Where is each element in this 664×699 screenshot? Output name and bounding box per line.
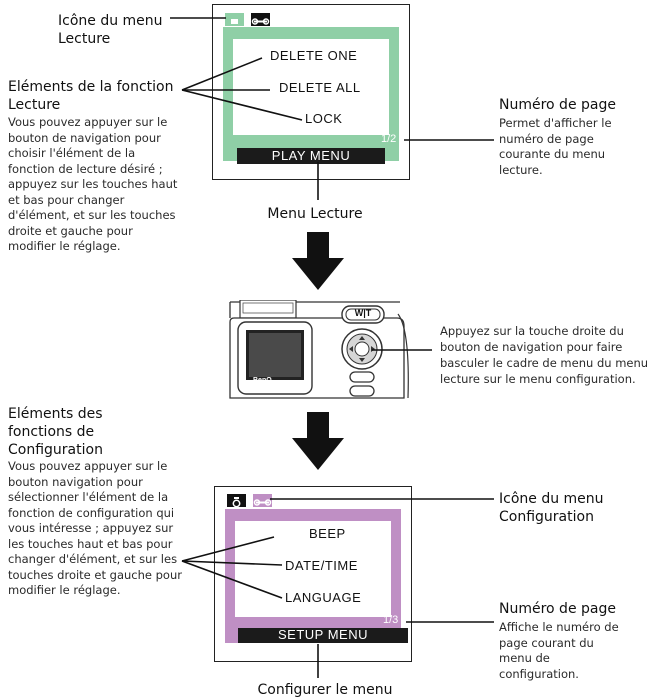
camera-instruction: Appuyez sur la touche droite du bouton d… [440, 324, 649, 386]
camera-brand-logo: BenQ [253, 377, 272, 384]
setup-page-number-desc: Affiche le numéro de page courant du men… [499, 620, 619, 681]
down-arrow-icon [292, 412, 344, 470]
play-features-desc: Vous pouvez appuyer sur le bouton de nav… [8, 115, 178, 253]
setup-features-title: Eléments des fonctions de Configuration [8, 406, 103, 458]
setup-menu-item-language: LANGUAGE [285, 590, 362, 605]
setup-features-desc: Vous pouvez appuyer sur le bouton naviga… [8, 459, 182, 597]
play-menu-bar: PLAY MENU [237, 148, 385, 164]
setup-page-number-block: Numéro de page Affiche le numéro de page… [499, 600, 659, 682]
play-page-number-block: Numéro de page Permet d'afficher le numé… [499, 96, 659, 178]
play-features-title: Eléments de la fonction Lecture [8, 79, 174, 113]
play-page-number: 1/2 [381, 133, 397, 145]
setup-page-number-title: Numéro de page [499, 601, 616, 617]
play-page-number-desc: Permet d'afficher le numéro de page cour… [499, 116, 612, 177]
play-menu-screen: DELETE ONE DELETE ALL LOCK 1/2 PLAY MENU [212, 4, 410, 180]
play-menu-caption: Menu Lecture [267, 206, 363, 222]
play-features-block: Eléments de la fonction Lecture Vous pou… [8, 78, 180, 255]
setup-menu-item-date-time: DATE/TIME [285, 558, 358, 573]
play-menu-item-delete-all: DELETE ALL [279, 80, 361, 95]
setup-menu-item-beep: BEEP [309, 526, 346, 541]
play-tab-camera-icon [227, 494, 246, 508]
play-page-number-title: Numéro de page [499, 97, 616, 113]
play-icon-label: Icône du menu Lecture [58, 13, 163, 47]
setup-tab-icon [253, 494, 272, 507]
setup-tab-wrench-icon [251, 13, 270, 26]
setup-page-number: 1/3 [383, 614, 399, 626]
setup-menu-bar-band [238, 628, 408, 643]
down-arrow-icon [292, 232, 344, 290]
camera-body-illustration [229, 300, 409, 399]
play-menu-item-lock: LOCK [305, 111, 343, 126]
setup-menu-caption: Configurer le menu [257, 682, 393, 698]
setup-features-block: Eléments des fonctions de Configuration … [8, 405, 183, 599]
setup-icon-label: Icône du menu Configuration [499, 491, 604, 525]
camera-zoom-label: W|T [354, 308, 372, 318]
setup-menu-bar-label: SETUP MENU [278, 627, 368, 642]
play-tab-icon [225, 13, 244, 26]
play-menu-item-delete-one: DELETE ONE [270, 48, 358, 63]
